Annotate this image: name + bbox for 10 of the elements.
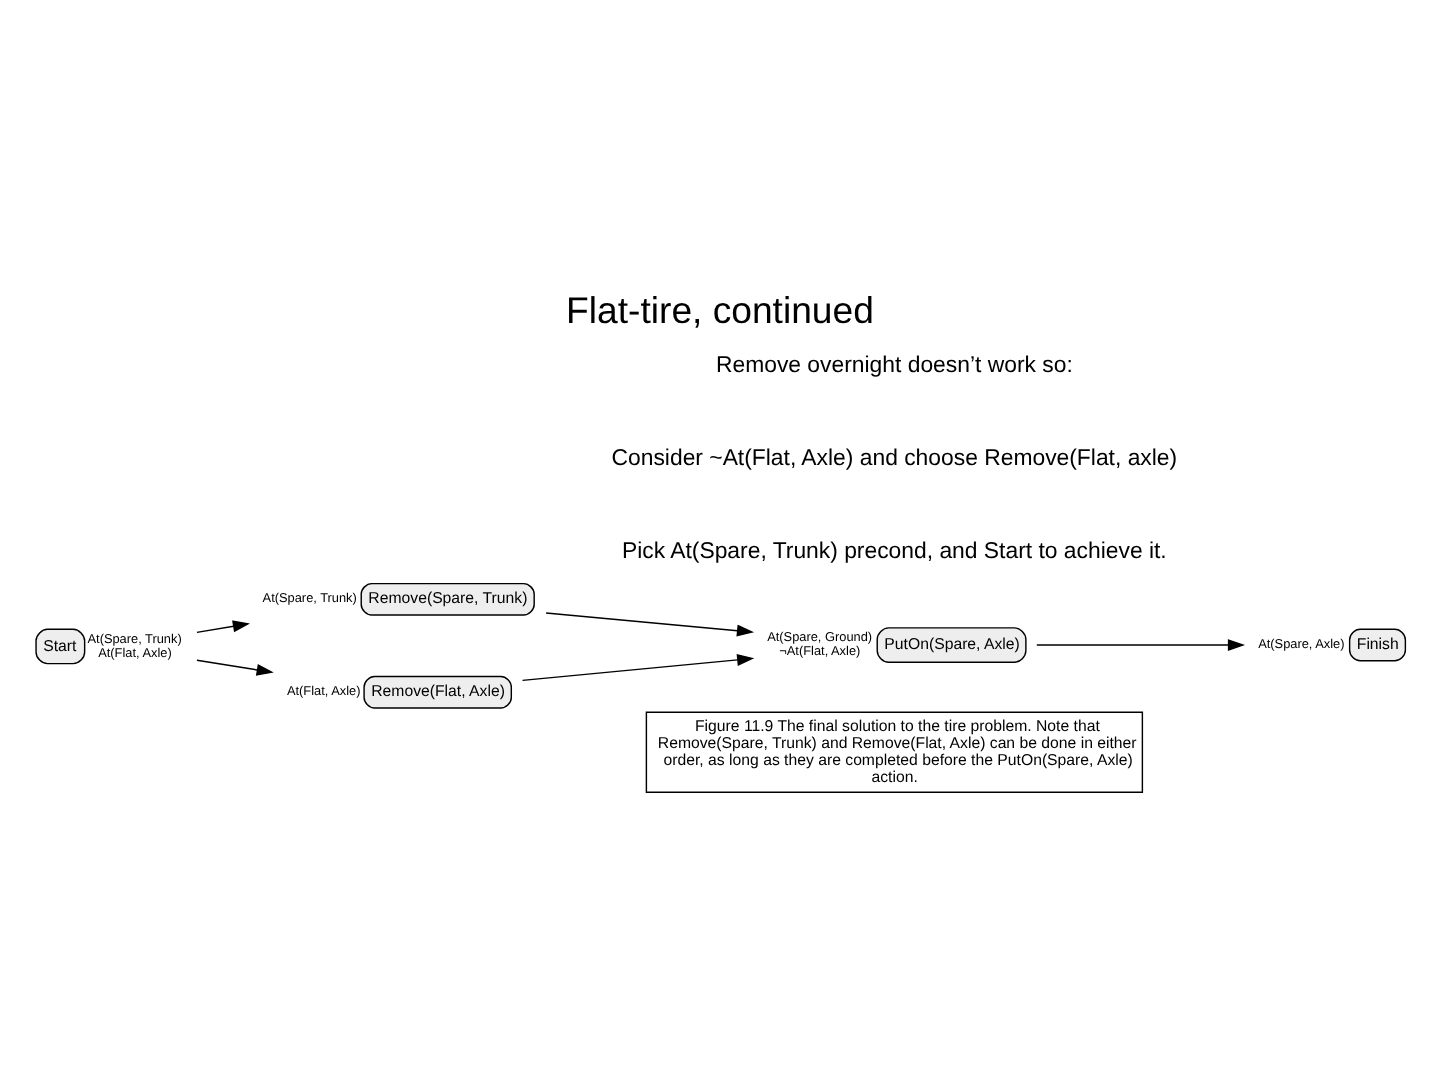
arrow: [196, 620, 250, 634]
diagram-title: Flat-tire, continued: [566, 289, 874, 332]
arrow: [521, 653, 755, 682]
arrow: [1036, 639, 1246, 652]
arrow: [196, 659, 274, 676]
label: Remove overnight doesn’t work so:: [715, 353, 1073, 378]
arrow: [545, 612, 755, 637]
caption: Figure 11.9 The final solution to the tire problem. Note that Remove(Spare, Trunk) and Remove(Flat, Axle) can be done in either order, as long as they are completed before the PutOn(Spare, Axle) action.: [657, 716, 1137, 786]
label: Pick At(Spare, Trunk) precond, and Start to achieve it.: [622, 539, 1167, 564]
label: Consider ~At(Flat, Axle) and choose Remove(Flat, axle): [611, 446, 1178, 471]
